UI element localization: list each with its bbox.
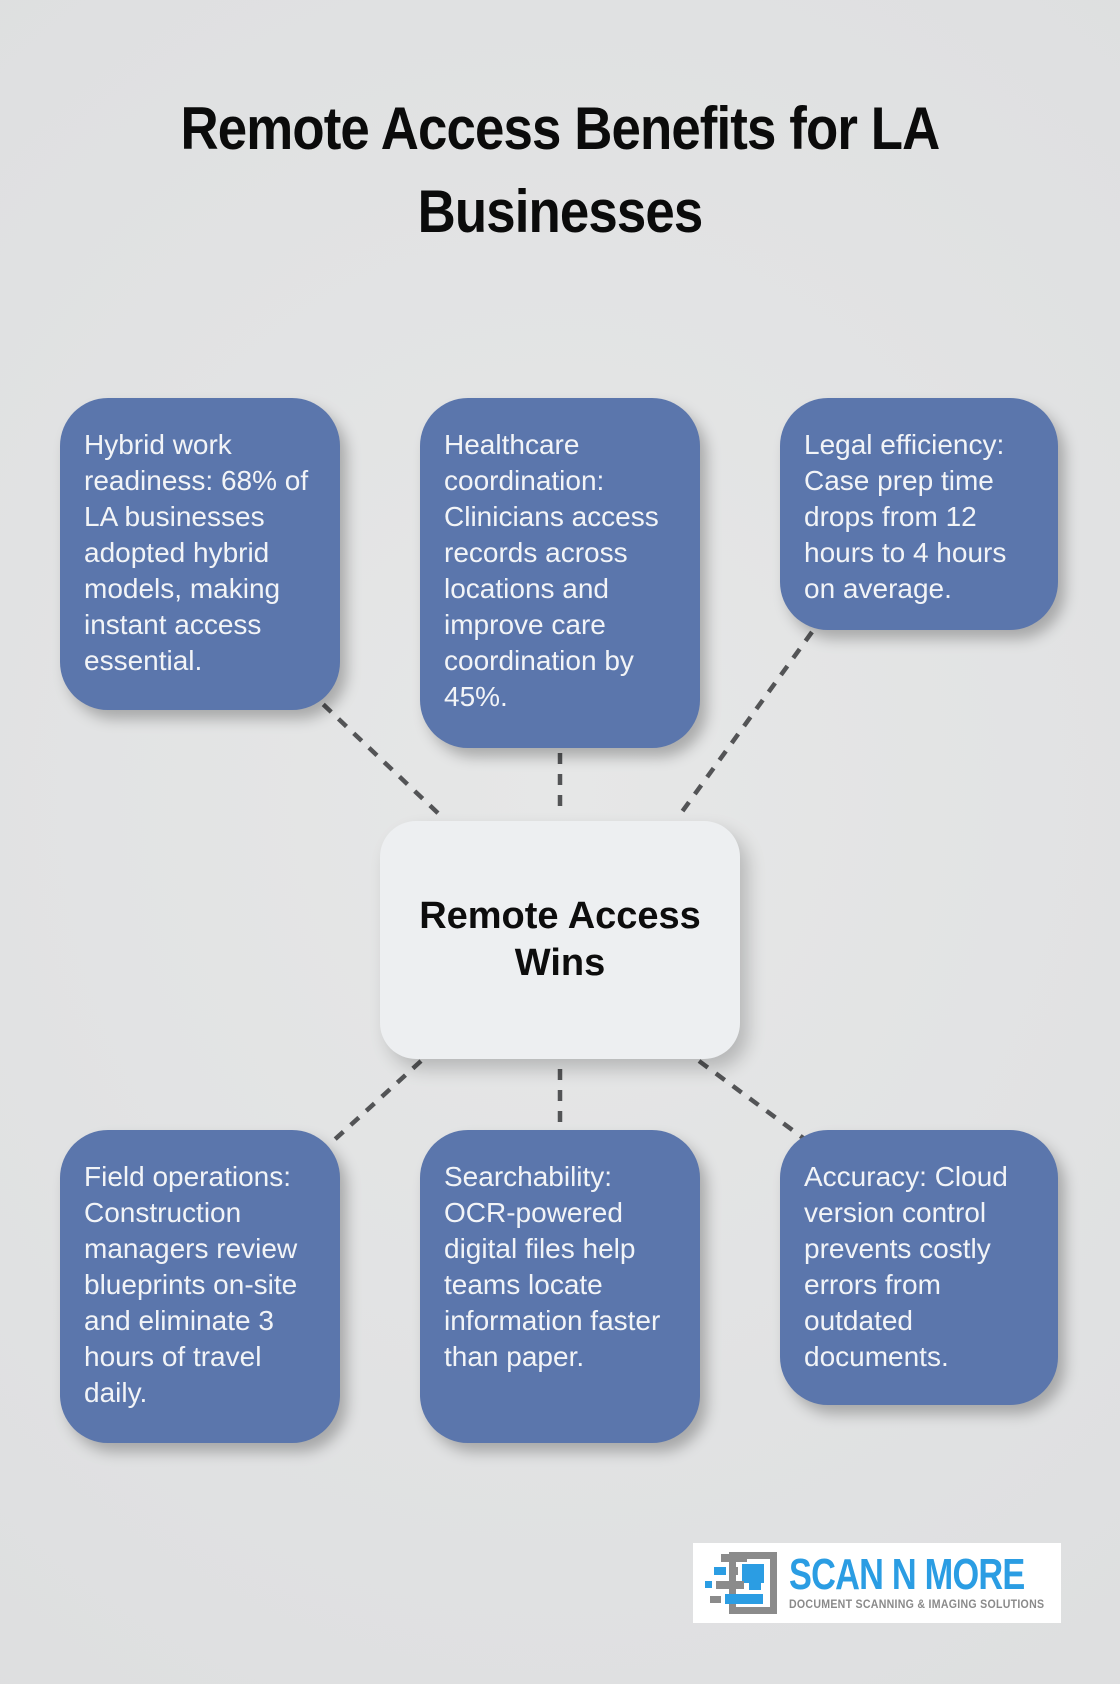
center-node: Remote Access Wins bbox=[380, 821, 740, 1059]
benefit-box-field-ops: Field operations: Construction managers … bbox=[60, 1130, 340, 1443]
connector-center-to-accuracy bbox=[697, 1059, 820, 1151]
benefit-box-accuracy: Accuracy: Cloud version control prevents… bbox=[780, 1130, 1058, 1405]
connector-center-to-fieldops bbox=[330, 1059, 423, 1144]
benefit-box-healthcare: Healthcare coordination: Clinicians acce… bbox=[420, 398, 700, 748]
page-title: Remote Access Benefits for LA Businesses bbox=[180, 95, 941, 245]
connector-hybrid-to-center bbox=[306, 688, 443, 818]
logo-tagline: DOCUMENT SCANNING & IMAGING SOLUTIONS bbox=[789, 1599, 1045, 1612]
scan-n-more-logo: SCAN N MORE DOCUMENT SCANNING & IMAGING … bbox=[693, 1543, 1061, 1623]
benefit-box-searchability: Searchability: OCR-powered digital files… bbox=[420, 1130, 700, 1443]
document-scan-icon bbox=[705, 1551, 779, 1615]
benefit-box-legal: Legal efficiency: Case prep time drops f… bbox=[780, 398, 1058, 630]
logo-wordmark: SCAN N MORE bbox=[789, 1549, 1025, 1599]
center-node-label: Remote Access Wins bbox=[419, 894, 701, 985]
connector-legal-to-center bbox=[677, 630, 814, 818]
benefit-box-hybrid-work: Hybrid work readiness: 68% of LA busines… bbox=[60, 398, 340, 710]
